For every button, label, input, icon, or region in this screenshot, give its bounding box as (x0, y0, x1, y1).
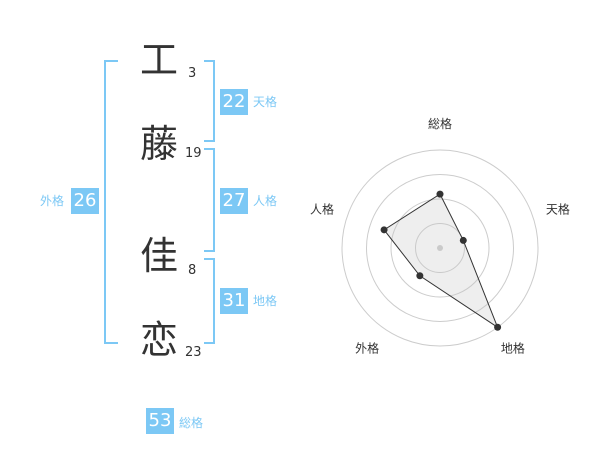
name-char-2: 藤 (139, 122, 178, 166)
stroke-count-1: 3 (188, 66, 197, 81)
tenkaku-label: 天格 (253, 95, 278, 109)
tenkaku-bracket (204, 60, 215, 142)
soukaku-label: 総格 (179, 416, 204, 430)
gaikaku-label: 外格 (40, 194, 65, 208)
jinkaku-value: 27 (220, 188, 248, 214)
gaikaku-value: 26 (71, 188, 99, 214)
stroke-count-2: 19 (185, 146, 202, 161)
radar-point-3 (416, 272, 424, 280)
radar-axis-label-2: 地格 (501, 340, 525, 355)
radar-point-2 (494, 323, 502, 331)
tenkaku-value: 22 (220, 89, 248, 115)
gaikaku-bracket (104, 60, 118, 344)
name-char-1: 工 (139, 38, 178, 82)
radar-ring-3 (366, 174, 514, 322)
chikaku-bracket (204, 258, 215, 344)
stroke-count-4: 23 (185, 345, 202, 360)
soukaku-value: 53 (146, 408, 174, 434)
radar-axis-label-3: 外格 (355, 340, 379, 355)
radar-point-1 (459, 236, 467, 244)
radar-axis-label-4: 人格 (310, 202, 334, 217)
stroke-count-3: 8 (188, 263, 197, 278)
radar-series-area (383, 193, 499, 329)
chikaku-label: 地格 (253, 294, 278, 308)
radar-axis-label-1: 天格 (546, 202, 570, 217)
radar-axis-label-0: 総格 (428, 116, 452, 131)
name-char-3: 佳 (139, 234, 178, 278)
radar-point-0 (436, 190, 444, 198)
radar-point-4 (380, 226, 388, 234)
radar-center-dot (437, 245, 443, 251)
radar-ring-1 (415, 223, 465, 273)
jinkaku-bracket (204, 148, 215, 252)
radar-ring-4 (341, 149, 539, 347)
chikaku-value: 31 (220, 288, 248, 314)
radar-ring-2 (390, 198, 490, 298)
name-char-4: 恋 (139, 318, 178, 362)
jinkaku-label: 人格 (253, 194, 278, 208)
